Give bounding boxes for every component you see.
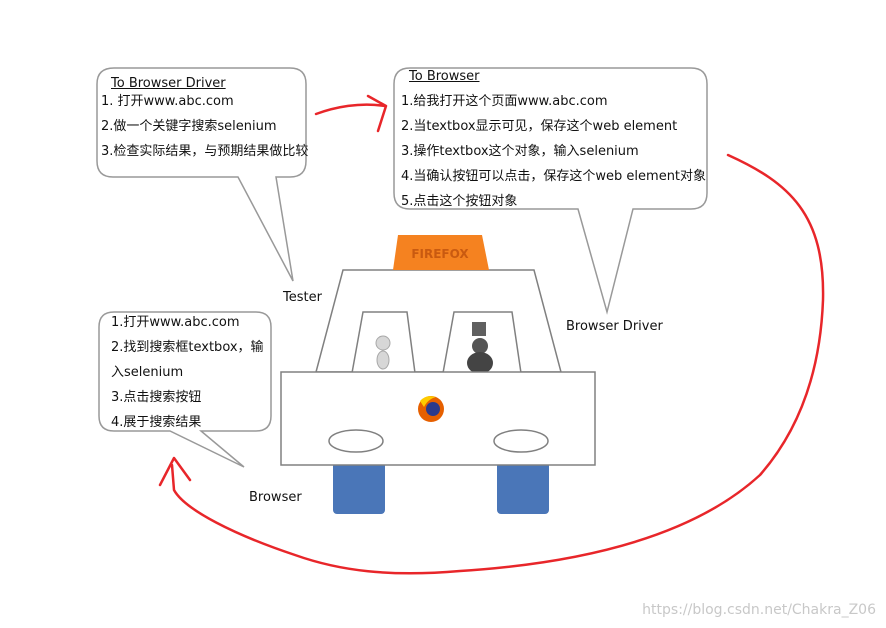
driver-bubble-line: 2.当textbox显示可见，保存这个web element bbox=[401, 119, 678, 134]
tester-figure-icon bbox=[375, 335, 391, 370]
car-wheel-left bbox=[333, 450, 385, 514]
car-wheel-right bbox=[497, 450, 549, 514]
browser-bubble-line: 2.找到搜索框textbox，输 bbox=[111, 340, 264, 355]
browser-bubble-line: 3.点击搜索按钮 bbox=[111, 390, 202, 405]
tester-bubble-line: 1. 打开www.abc.com bbox=[101, 94, 234, 109]
tester-bubble-shape bbox=[96, 67, 307, 282]
car-headlight-right bbox=[493, 429, 549, 453]
car-headlight-left bbox=[328, 429, 384, 453]
driver-figure-icon bbox=[467, 322, 493, 374]
browser-bubble-line: 1.打开www.abc.com bbox=[111, 315, 240, 330]
car-cabin bbox=[315, 269, 562, 373]
firefox-logo-icon bbox=[418, 396, 444, 422]
driver-bubble-line: 1.给我打开这个页面www.abc.com bbox=[401, 94, 608, 109]
browser-bubble-shape bbox=[98, 311, 272, 468]
driver-bubble-shape bbox=[393, 67, 708, 315]
red-annotations bbox=[158, 94, 825, 575]
driver-bubble-line: 5.点击这个按钮对象 bbox=[401, 194, 518, 209]
arrow-tester-to-driver-head bbox=[366, 94, 388, 133]
browser-driver-label: Browser Driver bbox=[566, 319, 663, 334]
tester-bubble-line: 2.做一个关键字搜索selenium bbox=[101, 119, 277, 134]
arrow-tester-to-driver bbox=[314, 103, 387, 116]
arrow-driver-to-browser-curve bbox=[170, 153, 825, 575]
tester-bubble-header: To Browser Driver bbox=[111, 76, 226, 91]
driver-bubble-line: 4.当确认按钮可以点击，保存这个web element对象 bbox=[401, 169, 707, 184]
tester-bubble-line: 3.检查实际结果，与预期结果做比较 bbox=[101, 144, 309, 159]
watermark: https://blog.csdn.net/Chakra_Z06 bbox=[642, 602, 876, 618]
driver-bubble-header: To Browser bbox=[409, 69, 480, 84]
car-roof-sign bbox=[393, 235, 489, 270]
browser-label: Browser bbox=[249, 490, 302, 505]
arrow-driver-to-browser-head bbox=[158, 456, 192, 487]
tester-label: Tester bbox=[283, 290, 322, 305]
driver-bubble-line: 3.操作textbox这个对象，输入selenium bbox=[401, 144, 639, 159]
roof-sign-text: FIREFOX bbox=[411, 247, 469, 261]
car: FIREFOX bbox=[280, 235, 596, 514]
browser-bubble-line: 入selenium bbox=[111, 365, 184, 380]
browser-bubble-line: 4.展于搜索结果 bbox=[111, 415, 202, 430]
